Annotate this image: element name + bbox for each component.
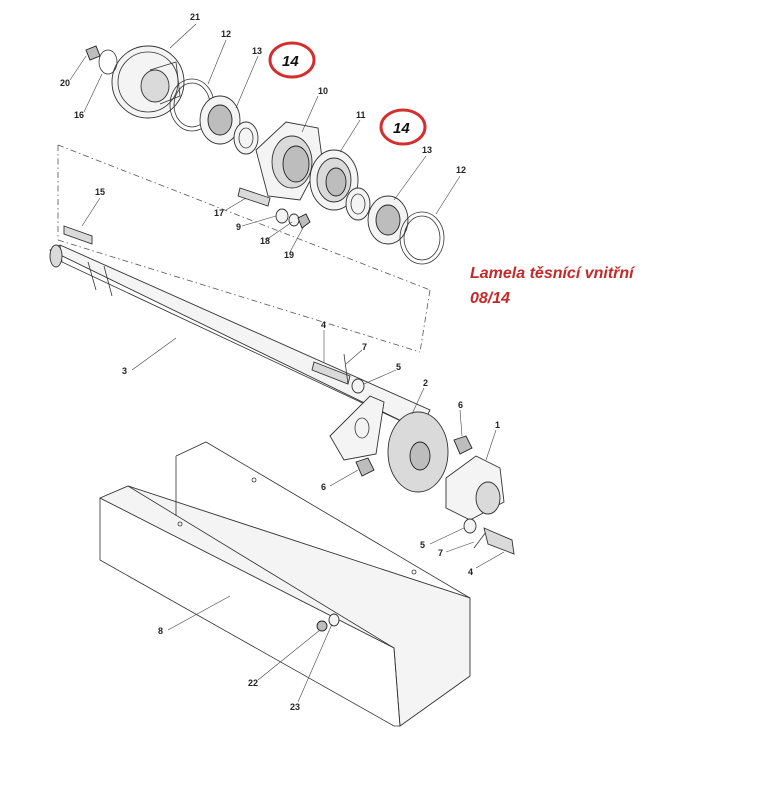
callout-22: 22 [248, 678, 258, 688]
callout-13-lower: 13 [422, 145, 432, 155]
highlight-14-upper: 14 [268, 41, 316, 79]
highlight-14-upper-label: 14 [282, 53, 299, 70]
bolt-part-20 [85, 45, 101, 61]
callout-5-upper: 5 [396, 362, 401, 372]
callout-6-upper: 6 [458, 400, 463, 410]
callout-11: 11 [356, 110, 366, 120]
callout-2: 2 [423, 378, 428, 388]
retaining-ring-part-16 [98, 49, 118, 75]
flange-part-2 [329, 395, 449, 493]
callout-6-lower: 6 [321, 482, 326, 492]
callout-9: 9 [236, 222, 241, 232]
callout-18: 18 [260, 236, 270, 246]
washer-part-9 [275, 208, 289, 224]
assembly-guide-lines [57, 144, 431, 353]
part-caption-code: 08/14 [470, 290, 511, 307]
callout-16: 16 [74, 110, 84, 120]
callout-labels: 21 12 13 10 11 13 12 20 16 15 17 9 18 19… [60, 12, 500, 712]
callout-12-lower: 12 [456, 165, 466, 175]
part-caption-name: Lamela těsnící vnitřní [470, 265, 634, 282]
callout-13-upper: 13 [252, 46, 262, 56]
callout-8: 8 [158, 626, 163, 636]
pin-part-7-upper [343, 353, 349, 385]
leader-lines [69, 23, 505, 703]
seal-part-13-upper [199, 95, 241, 145]
callout-10: 10 [318, 86, 328, 96]
callout-7-lower: 7 [438, 548, 443, 558]
callout-19: 19 [284, 250, 294, 260]
cover-part-8 [98, 441, 471, 727]
key-part-15 [63, 225, 93, 245]
callout-12-upper: 12 [221, 29, 231, 39]
inner-seal-part-14-lower [345, 187, 371, 221]
sprocket-part-21 [111, 45, 185, 119]
washer-part-5-upper [351, 378, 365, 394]
callout-23: 23 [290, 702, 300, 712]
nut-part-6-upper [453, 435, 473, 455]
washer-part-5-lower [463, 518, 477, 534]
callout-3: 3 [122, 366, 127, 376]
callout-7-upper: 7 [362, 342, 367, 352]
washer-part-23 [328, 613, 340, 627]
bearing-part-11 [309, 149, 359, 211]
part-caption: Lamela těsnící vnitřní 08/14 [470, 261, 634, 311]
pin-part-7-lower [473, 531, 487, 549]
nut-part-19 [297, 213, 311, 229]
bolt-part-4-lower [483, 527, 515, 555]
highlight-14-lower-label: 14 [393, 120, 410, 137]
callout-20: 20 [60, 78, 70, 88]
nut-part-22 [316, 620, 328, 632]
seal-part-13-lower [367, 195, 409, 245]
callout-5-lower: 5 [420, 540, 425, 550]
callout-4-lower: 4 [468, 567, 473, 577]
hub-part-1 [445, 455, 505, 521]
circlip-part-12-lower [399, 211, 445, 265]
inner-seal-part-14-upper [233, 121, 259, 155]
callout-15: 15 [95, 187, 105, 197]
shaft-part-3 [48, 244, 431, 431]
callout-21: 21 [190, 12, 200, 22]
callout-17: 17 [214, 208, 224, 218]
nut-part-6-lower [355, 457, 375, 477]
callout-4-upper: 4 [321, 320, 326, 330]
washer-part-18 [288, 213, 300, 227]
callout-1: 1 [495, 420, 500, 430]
bolt-part-17 [237, 187, 271, 207]
highlight-14-lower: 14 [379, 108, 427, 146]
